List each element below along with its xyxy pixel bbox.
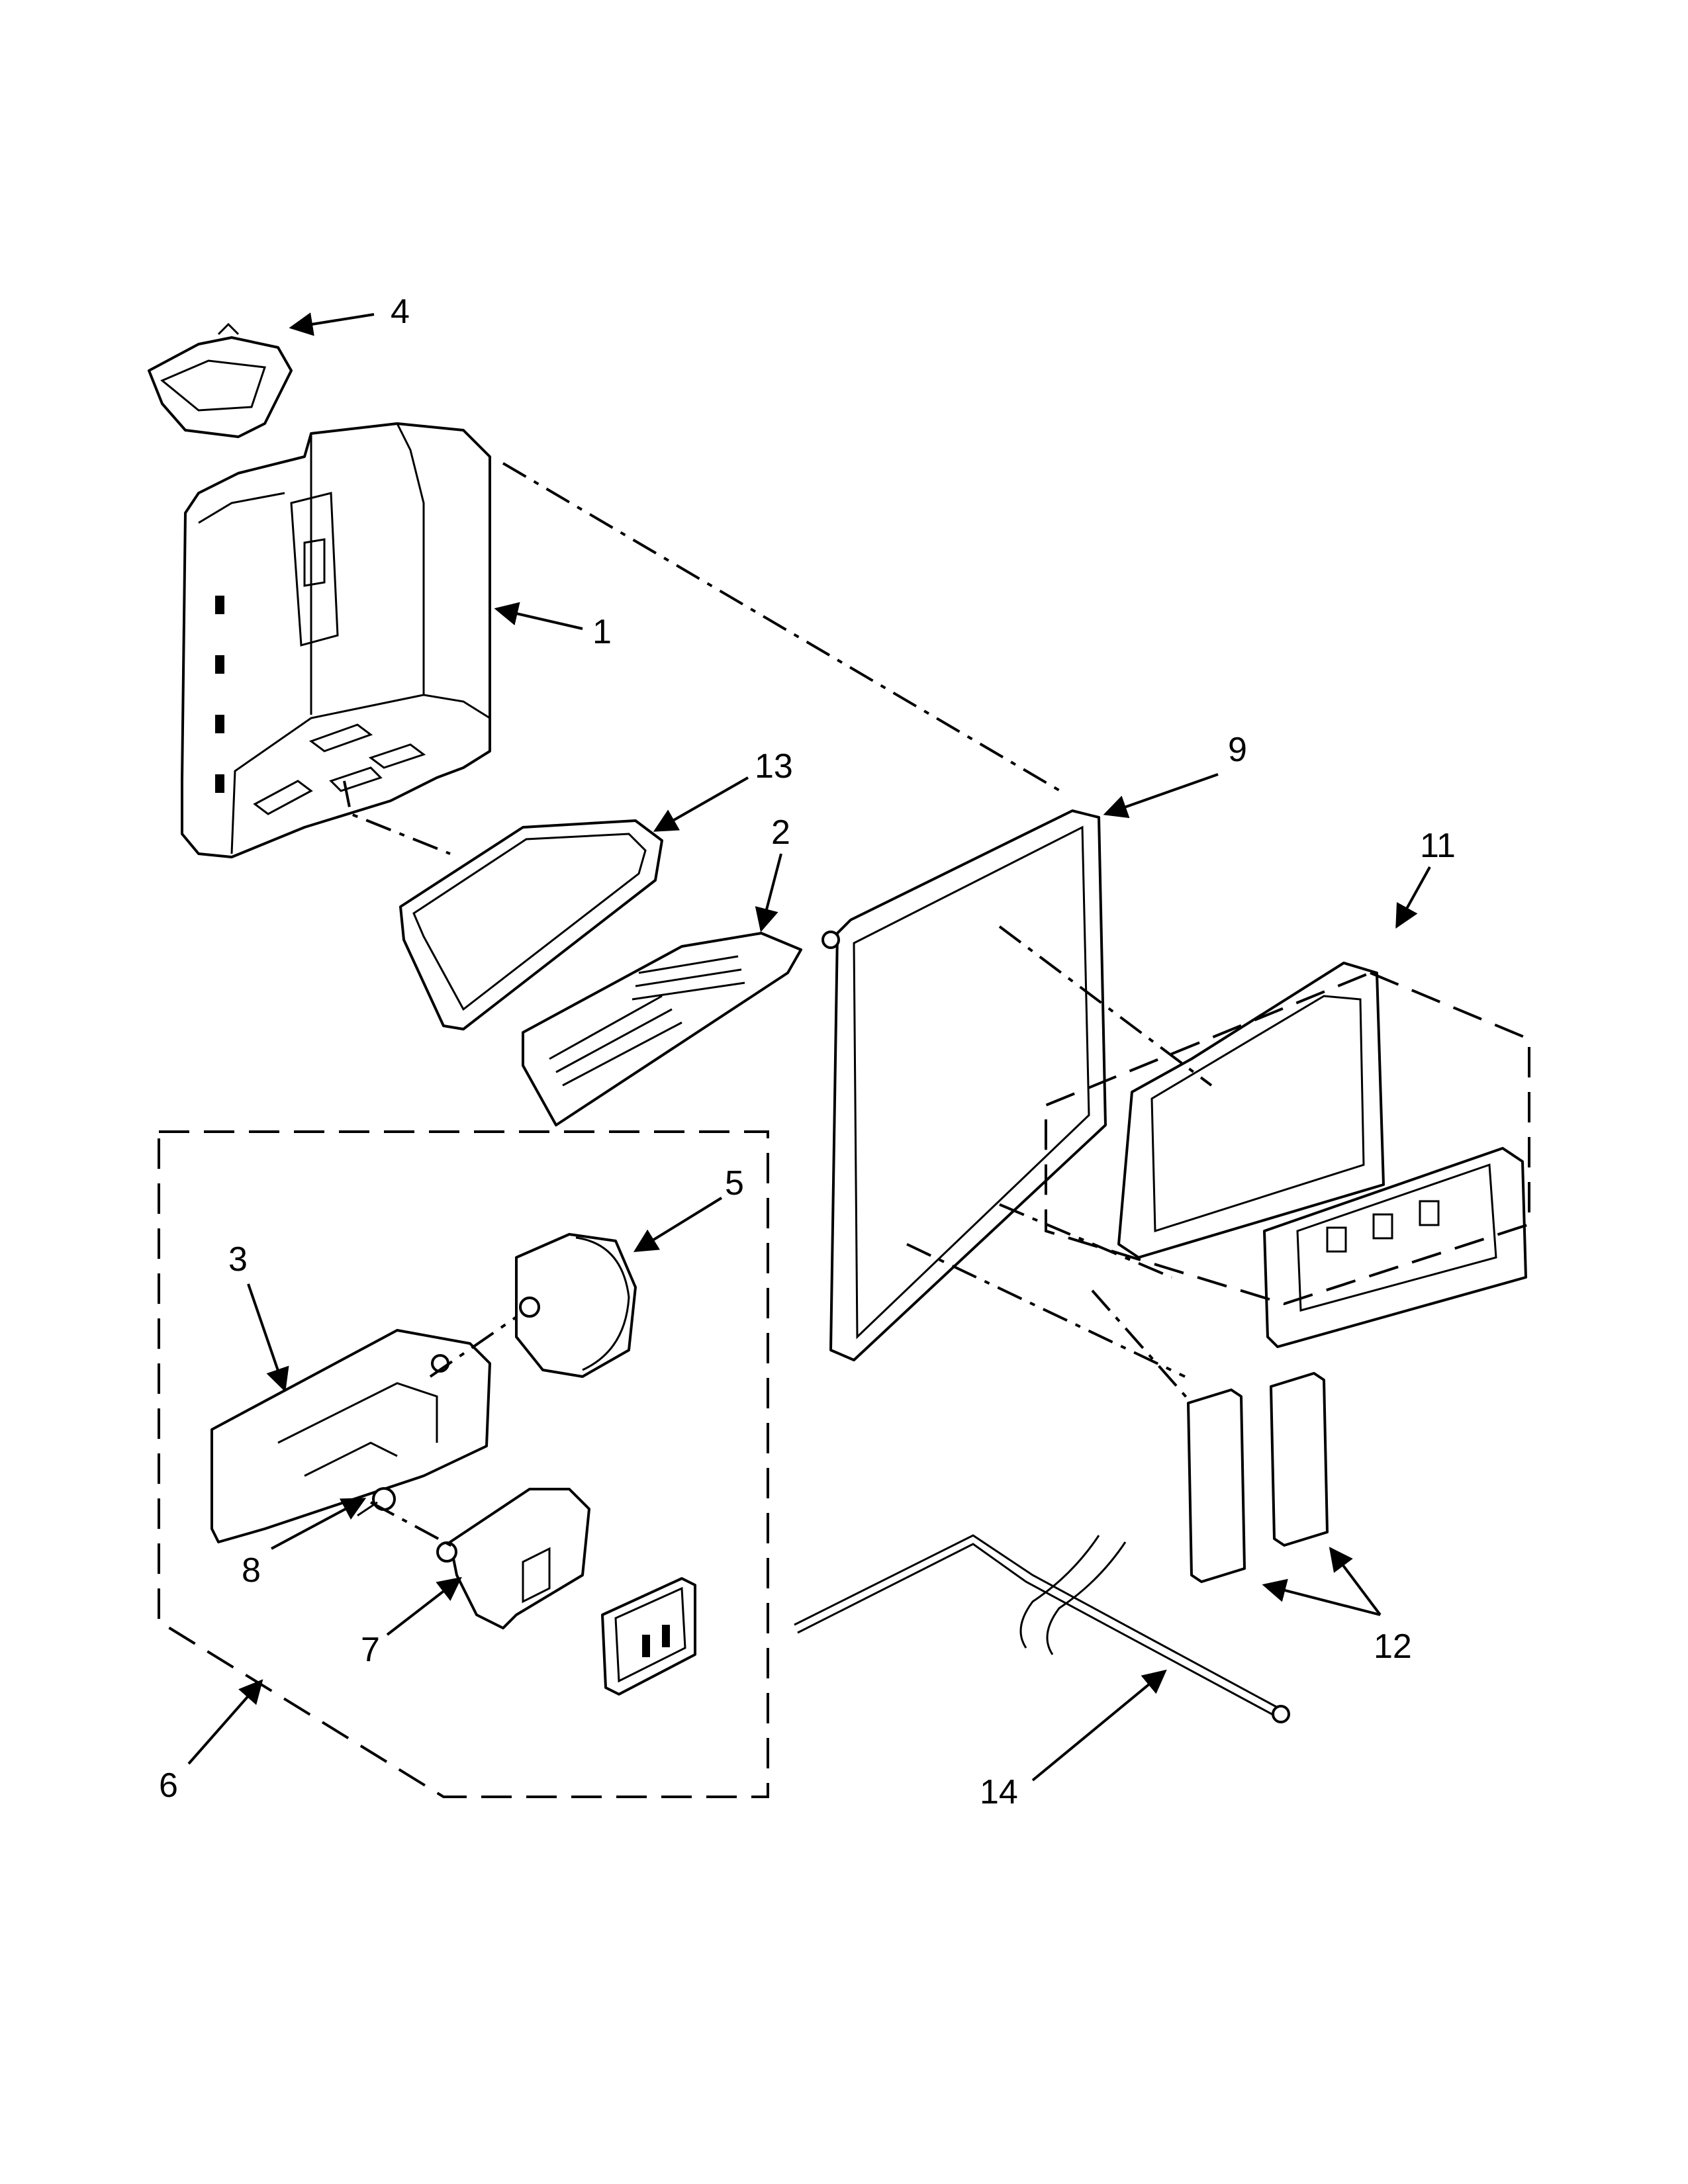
callout-12: 12 xyxy=(1374,1627,1412,1666)
part-2-drip-grille xyxy=(522,932,802,1126)
callout-14: 14 xyxy=(980,1773,1018,1811)
assembly-line-tray xyxy=(343,780,451,855)
leader-arrows xyxy=(187,312,1431,1782)
part-14-tube xyxy=(794,1534,1290,1723)
callout-2: 2 xyxy=(771,813,790,852)
part-9-frame xyxy=(821,809,1107,1361)
part-1-dispenser-housing xyxy=(181,422,491,858)
callout-5: 5 xyxy=(725,1164,744,1203)
part-6-group-outline xyxy=(158,1130,769,1798)
callout-11: 11 xyxy=(1420,827,1456,865)
part-6-pad xyxy=(601,1577,696,1696)
callout-9: 9 xyxy=(1228,731,1247,769)
callout-7: 7 xyxy=(361,1631,380,1669)
assembly-line-motor xyxy=(429,1316,518,1378)
callout-6: 6 xyxy=(159,1766,178,1805)
part-11-control-panel xyxy=(906,925,1527,1378)
part-3-bracket xyxy=(211,1329,491,1543)
part-12-button-covers xyxy=(1187,1372,1329,1583)
assembly-line-housing-frame xyxy=(502,462,1067,796)
assembly-line-button xyxy=(1091,1289,1193,1404)
part-4-cup xyxy=(148,322,293,438)
callout-4: 4 xyxy=(391,293,410,331)
callout-1: 1 xyxy=(592,613,612,651)
callout-13: 13 xyxy=(755,747,793,786)
part-13-drip-tray xyxy=(399,819,663,1030)
callout-8: 8 xyxy=(242,1551,261,1590)
part-7-actuator xyxy=(436,1488,590,1629)
assembly-line-actuator xyxy=(370,1501,457,1550)
callout-3: 3 xyxy=(228,1240,248,1279)
part-11-group-outline xyxy=(1045,971,1530,1306)
part-5-motor xyxy=(515,1233,637,1378)
